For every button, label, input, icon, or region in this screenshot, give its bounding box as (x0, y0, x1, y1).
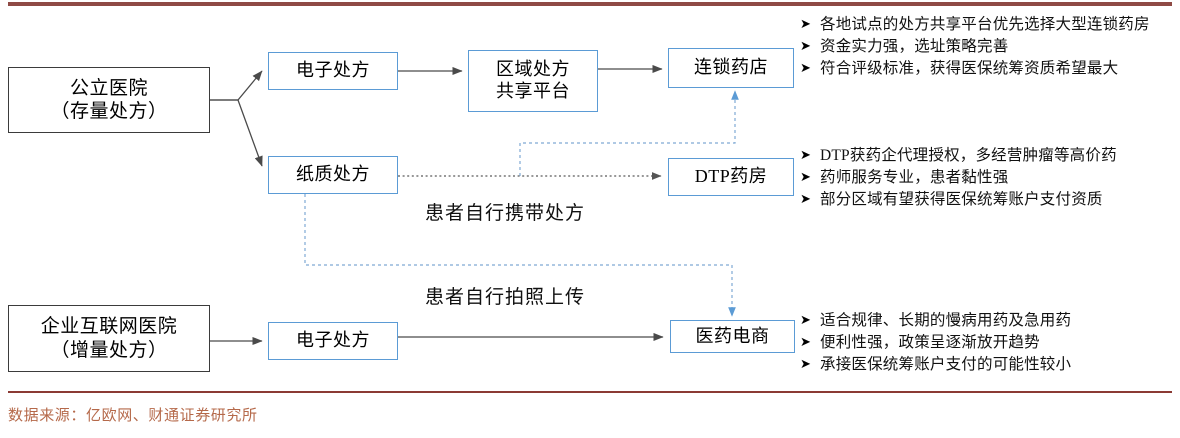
arrow-bullet-icon: ➤ (800, 61, 811, 76)
arrow-bullet-icon: ➤ (800, 39, 811, 54)
bullet-group-ecommerce: ➤ 适合规律、长期的慢病用药及急用药 ➤ 便利性强，政策呈逐渐放开趋势 ➤ 承接… (800, 310, 1178, 376)
list-item: ➤ DTP获药企代理授权，多经营肿瘤等高价药 (800, 145, 1178, 166)
list-item: ➤ 适合规律、长期的慢病用药及急用药 (800, 310, 1178, 331)
node-public-hospital[interactable]: 公立医院 （存量处方） (8, 67, 210, 133)
node-dtp-pharmacy[interactable]: DTP药房 (668, 158, 794, 196)
node-eprescription-bottom[interactable]: 电子处方 (268, 322, 398, 360)
list-item: ➤ 便利性强，政策呈逐渐放开趋势 (800, 332, 1178, 353)
node-paper-prescription[interactable]: 纸质处方 (268, 156, 398, 194)
list-item: ➤ 资金实力强，选址策略完善 (800, 36, 1178, 57)
bullet-text: 符合评级标准，获得医保统筹资质希望最大 (820, 60, 1119, 77)
bullet-group-chain-pharmacy: ➤ 各地试点的处方共享平台优先选择大型连锁药房 ➤ 资金实力强，选址策略完善 ➤… (800, 14, 1178, 80)
arrow-bullet-icon: ➤ (800, 17, 811, 32)
list-item: ➤ 符合评级标准，获得医保统筹资质希望最大 (800, 58, 1178, 79)
bullet-text: DTP获药企代理授权，多经营肿瘤等高价药 (820, 147, 1117, 164)
node-internet-hospital[interactable]: 企业互联网医院 （增量处方） (8, 305, 210, 372)
edge-hospital-to-eprescription (210, 70, 263, 101)
bullet-text: 部分区域有望获得医保统筹账户支付资质 (820, 191, 1103, 208)
arrow-bullet-icon: ➤ (800, 170, 811, 185)
node-chain-pharmacy[interactable]: 连锁药店 (668, 48, 794, 88)
node-regional-prescription-platform[interactable]: 区域处方 共享平台 (468, 50, 598, 112)
list-item: ➤ 部分区域有望获得医保统筹账户支付资质 (800, 189, 1178, 210)
arrow-bullet-icon: ➤ (800, 192, 811, 207)
bullet-text: 药师服务专业，患者黏性强 (820, 169, 1009, 186)
list-item: ➤ 药师服务专业，患者黏性强 (800, 167, 1178, 188)
node-pharmaceutical-ecommerce[interactable]: 医药电商 (670, 320, 795, 353)
edge-hospital-to-paper (210, 99, 263, 167)
bullet-text: 资金实力强，选址策略完善 (820, 38, 1009, 55)
bullet-text: 各地试点的处方共享平台优先选择大型连锁药房 (820, 16, 1150, 33)
list-item: ➤ 承接医保统筹账户支付的可能性较小 (800, 354, 1178, 375)
bullet-text: 适合规律、长期的慢病用药及急用药 (820, 312, 1072, 329)
edge-label-photo-upload: 患者自行拍照上传 (425, 287, 586, 308)
arrow-bullet-icon: ➤ (800, 335, 811, 350)
top-accent-bar (8, 2, 1172, 6)
edge-label-carry-prescription: 患者自行携带处方 (425, 203, 586, 224)
node-eprescription-top[interactable]: 电子处方 (268, 52, 398, 90)
bullet-group-dtp-pharmacy: ➤ DTP获药企代理授权，多经营肿瘤等高价药 ➤ 药师服务专业，患者黏性强 ➤ … (800, 145, 1178, 211)
list-item: ➤ 各地试点的处方共享平台优先选择大型连锁药房 (800, 14, 1178, 35)
footer-divider (8, 391, 1172, 393)
bullet-text: 承接医保统筹账户支付的可能性较小 (820, 356, 1072, 373)
arrow-bullet-icon: ➤ (800, 357, 811, 372)
bullet-text: 便利性强，政策呈逐渐放开趋势 (820, 334, 1040, 351)
source-note: 数据来源：亿欧网、财通证券研究所 (8, 408, 258, 424)
arrow-bullet-icon: ➤ (800, 148, 811, 163)
arrow-bullet-icon: ➤ (800, 313, 811, 328)
